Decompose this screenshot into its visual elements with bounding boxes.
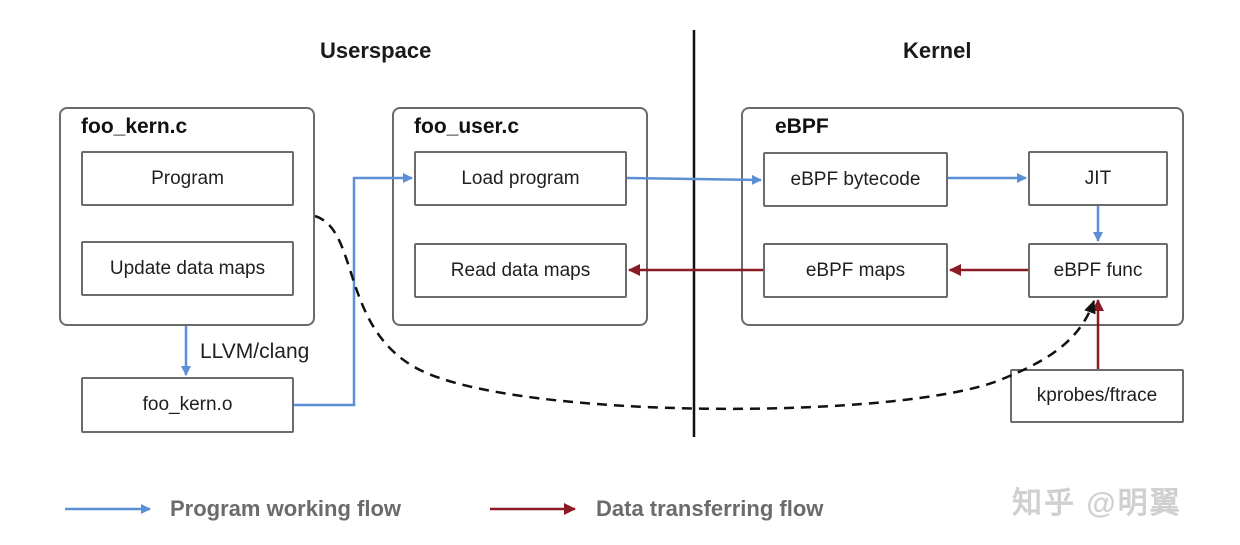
foo-kern-title: foo_kern.c [81,115,188,138]
arrow-load-to-bytecode [626,174,762,185]
userspace-heading: Userspace [320,38,432,63]
load-program-box: Load program [414,151,627,206]
update-data-maps-box: Update data maps [81,241,294,296]
legend-data-label: Data transferring flow [596,496,824,521]
ebpf-func-box: eBPF func [1028,243,1168,298]
kprobes-ftrace-box: kprobes/ftrace [1010,369,1184,423]
watermark: 知乎 @明翼 [1012,487,1182,520]
foo-user-title: foo_user.c [414,115,520,138]
jit-box: JIT [1028,151,1168,206]
arrow-o-to-load [294,173,413,407]
program-box: Program [81,151,294,206]
legend-program-label: Program working flow [170,496,402,521]
read-data-maps-box: Read data maps [414,243,627,298]
dashed-attach-arrow [314,214,1096,411]
ebpf-bytecode-box: eBPF bytecode [763,152,948,207]
llvm-clang-label: LLVM/clang [200,340,310,363]
ebpf-maps-box: eBPF maps [763,243,948,298]
foo-kern-o-box: foo_kern.o [81,377,294,433]
kernel-heading: Kernel [903,38,972,63]
ebpf-title: eBPF [775,115,829,138]
